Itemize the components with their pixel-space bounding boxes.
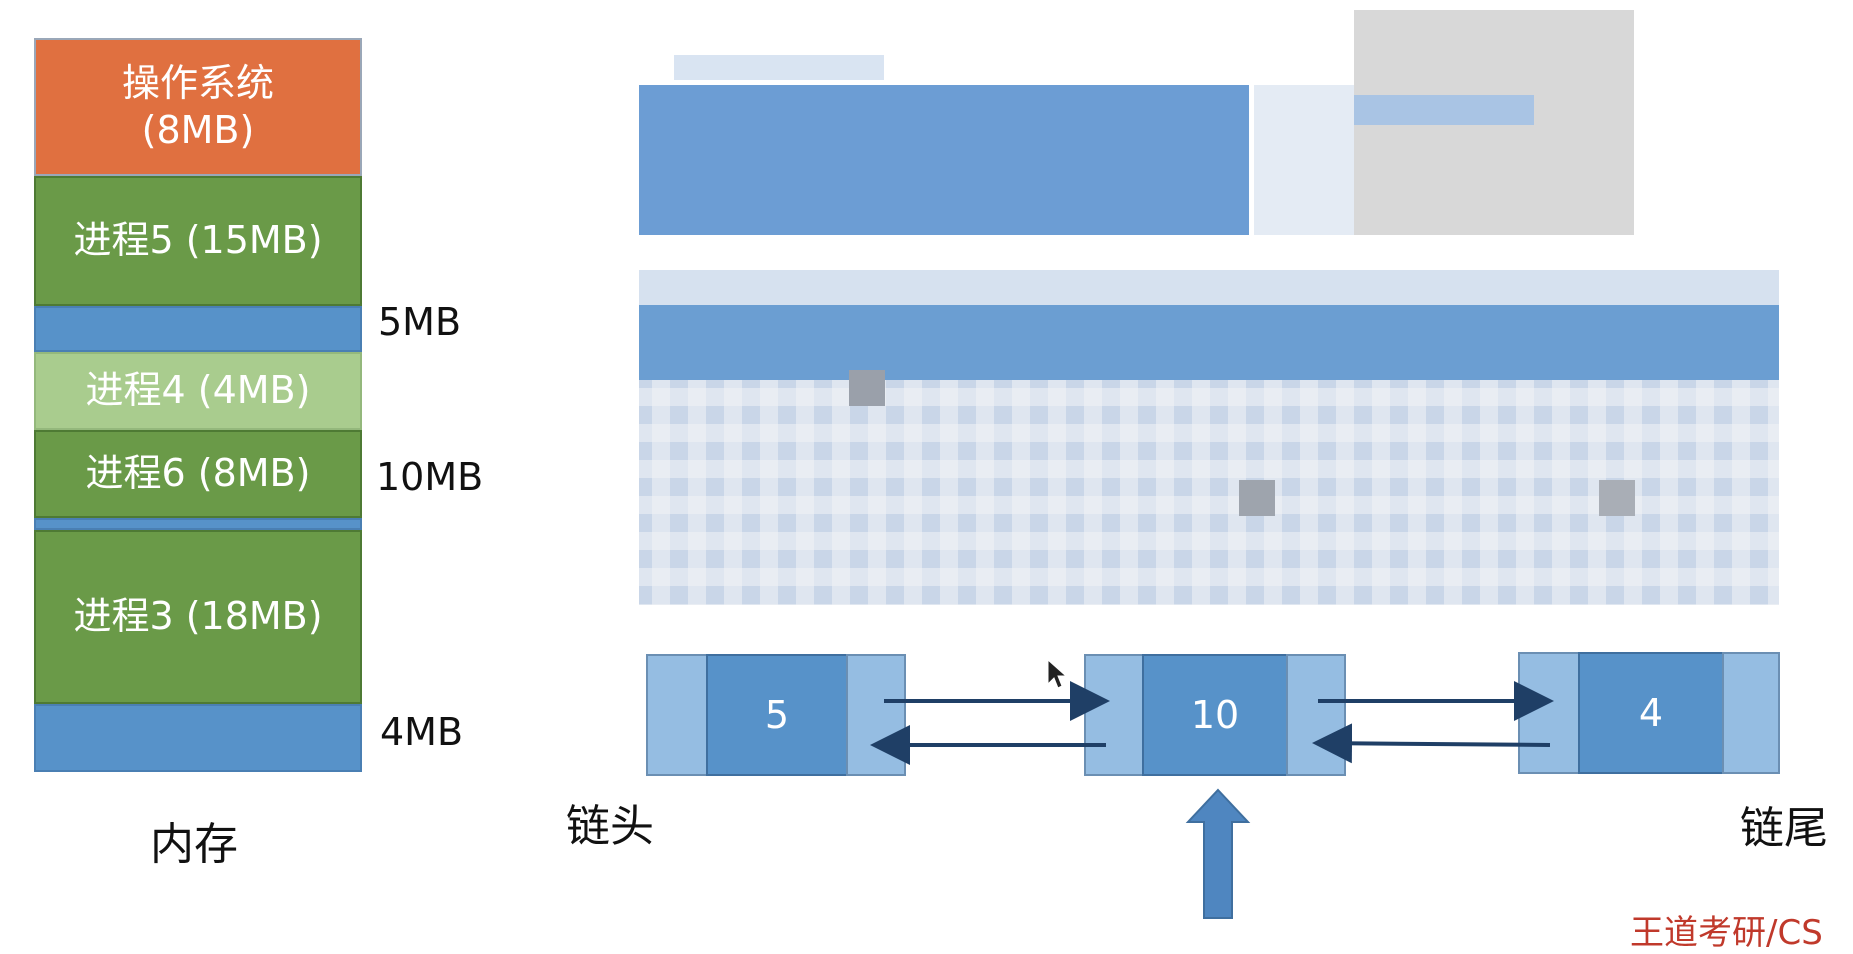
process6-label: 进程6 (8MB): [85, 451, 311, 496]
process4-block: 进程4 (4MB): [34, 352, 362, 430]
list-head-label: 链头: [566, 801, 654, 852]
free-block-10mb: [34, 518, 362, 530]
memory-caption: 内存: [150, 819, 238, 870]
list-arrows: [870, 658, 1554, 919]
process4-label: 进程4 (4MB): [85, 368, 311, 413]
node-prev-pointer: [646, 654, 708, 776]
obscured-region: [639, 10, 1779, 605]
cursor-icon: [1047, 658, 1068, 689]
node-next-pointer: [1722, 652, 1780, 774]
pointer-arrow: [1185, 788, 1251, 919]
prev-link-arrow: [1312, 723, 1551, 764]
node-size: 5: [706, 654, 848, 776]
process3-label: 进程3 (18MB): [73, 594, 323, 639]
watermark-text: 王道考研/CS: [1630, 913, 1823, 953]
process6-block: 进程6 (8MB): [34, 430, 362, 518]
process5-block: 进程5 (15MB): [34, 176, 362, 306]
free-block-4mb: [34, 704, 362, 772]
free-block-5mb: [34, 306, 362, 352]
free-size-label-5mb: 5MB: [378, 300, 462, 344]
node-size: 4: [1578, 652, 1724, 774]
process3-block: 进程3 (18MB): [34, 530, 362, 704]
node-size: 10: [1142, 654, 1288, 776]
free-size-label-4mb: 4MB: [380, 710, 464, 754]
os-block-label: 操作系统 (8MB): [121, 60, 274, 153]
process5-label: 进程5 (15MB): [73, 218, 323, 263]
free-size-label-10mb: 10MB: [376, 455, 484, 499]
os-block: 操作系统 (8MB): [34, 38, 362, 176]
list-tail-label: 链尾: [1740, 803, 1828, 854]
